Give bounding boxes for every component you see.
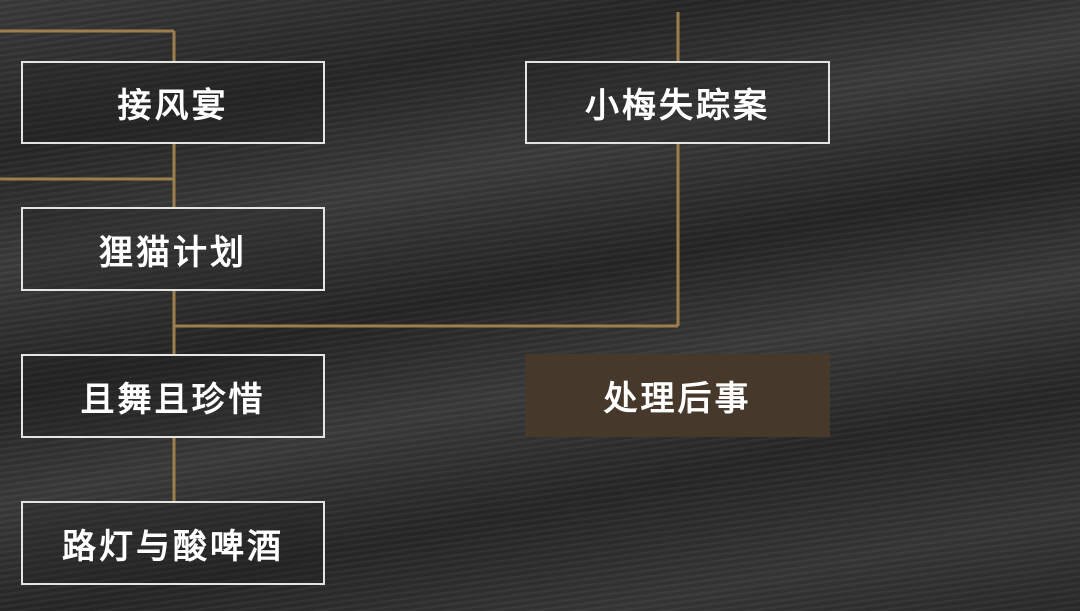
node-xiaomei-shizongan[interactable]: 小梅失踪案 [525,61,830,144]
node-qiewu-qiezhenxi[interactable]: 且舞且珍惜 [21,354,325,438]
node-label: 小梅失踪案 [585,86,770,126]
node-limao-jihua[interactable]: 狸猫计划 [21,207,325,291]
node-label: 接风宴 [117,86,229,126]
node-label: 处理后事 [603,379,752,419]
node-label: 路灯与酸啤酒 [62,526,284,567]
node-ludeng-suanpijiu[interactable]: 路灯与酸啤酒 [21,501,325,585]
node-chuli-houshi-active[interactable]: 处理后事 [525,354,830,437]
node-jiefengyan[interactable]: 接风宴 [21,61,325,144]
node-label: 狸猫计划 [99,232,247,273]
node-label: 且舞且珍惜 [80,379,266,420]
